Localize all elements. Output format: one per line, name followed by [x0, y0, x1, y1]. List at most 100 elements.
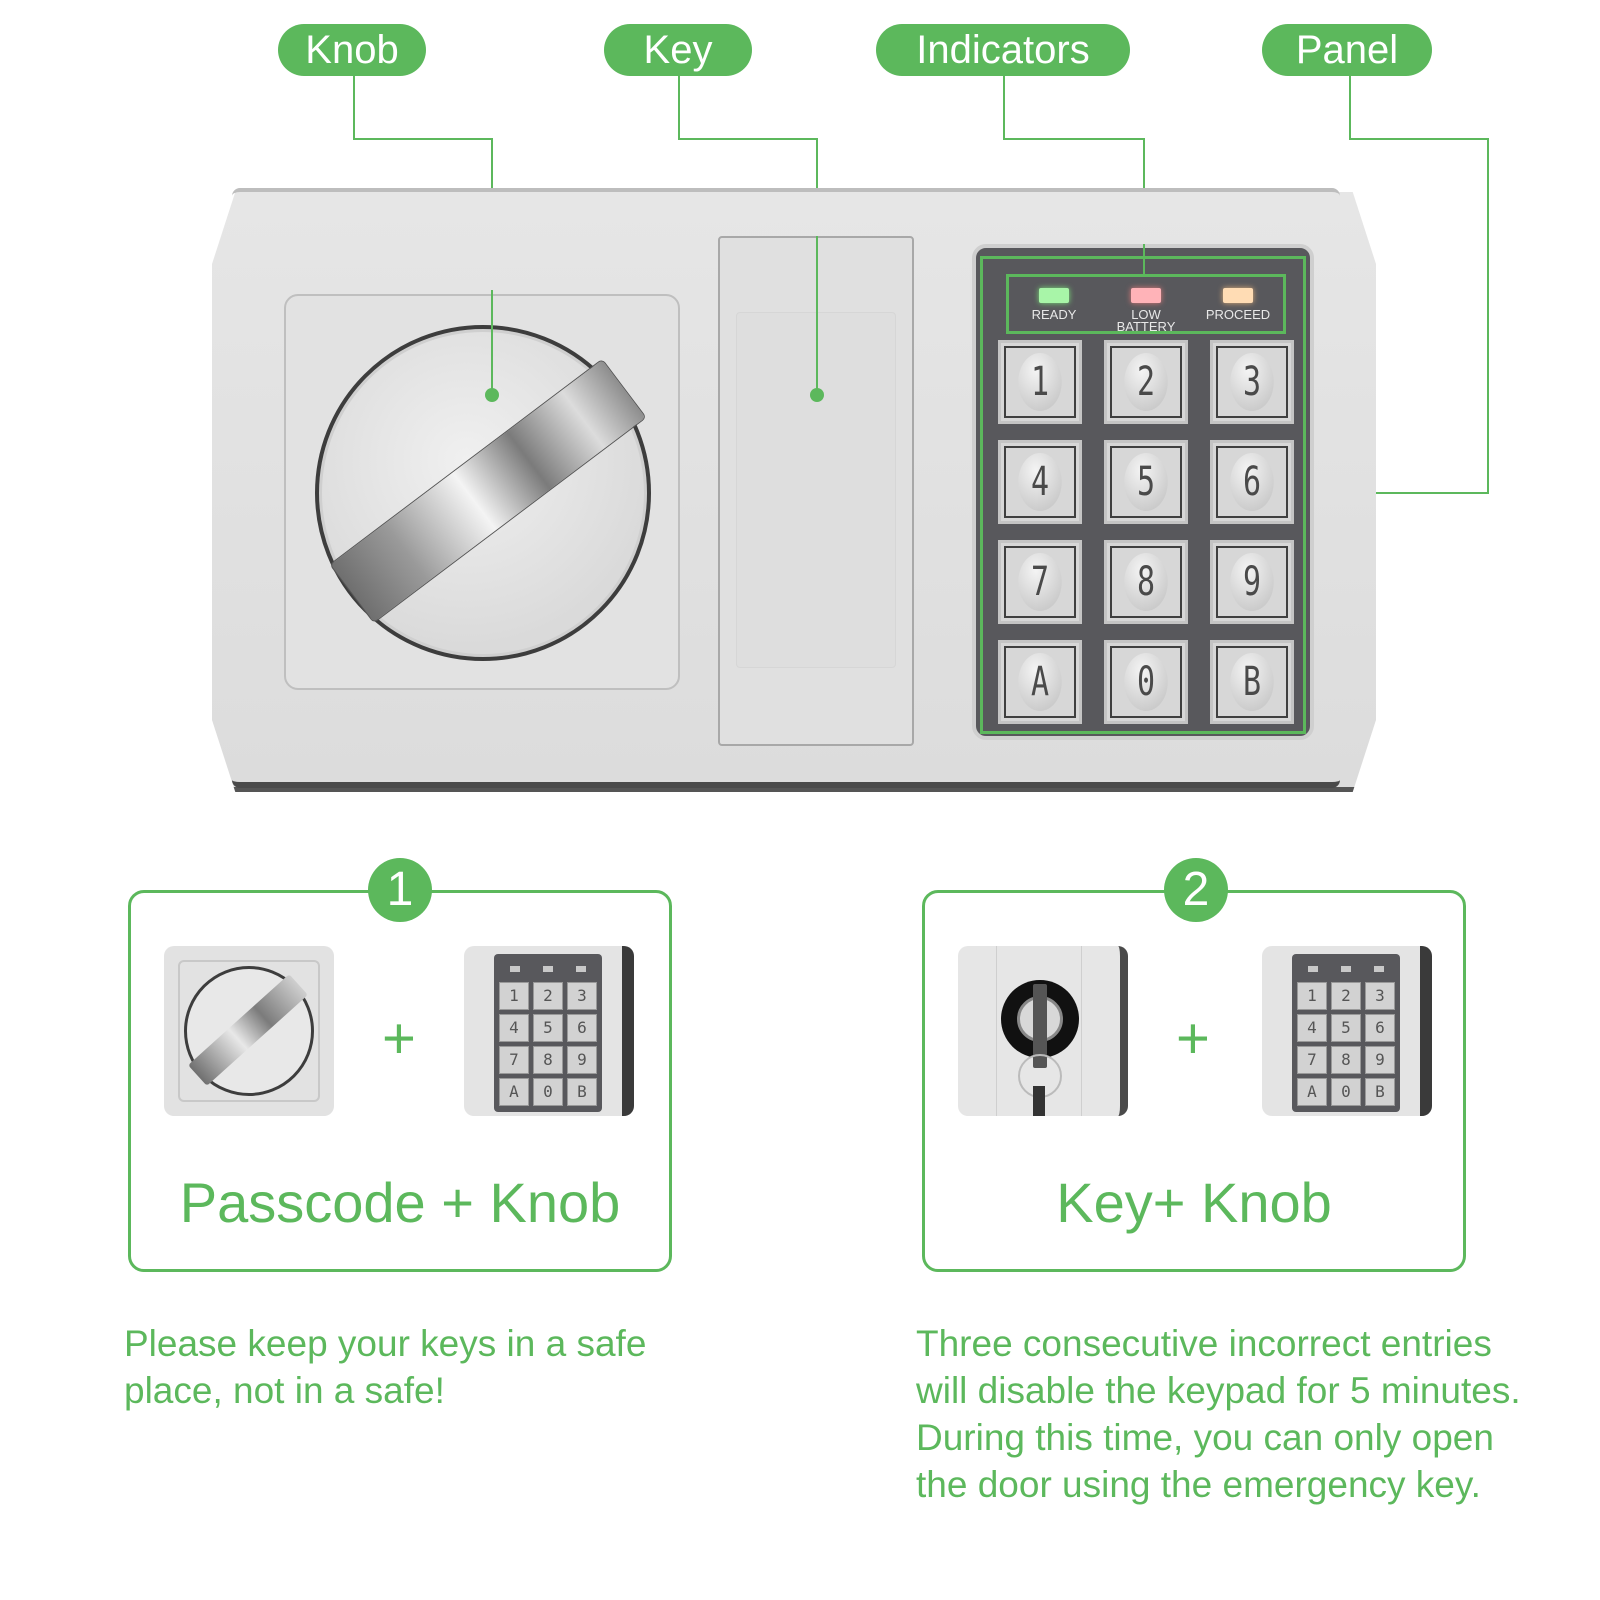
key-thumbnail: [958, 946, 1128, 1116]
mini-led-icon: [1341, 966, 1351, 972]
key-7[interactable]: 7: [998, 540, 1082, 624]
mini-led-icon: [1308, 966, 1318, 972]
callout-key: Key: [604, 24, 752, 76]
leader-line: [1003, 76, 1005, 140]
key-label: 4: [1018, 453, 1062, 511]
key-0[interactable]: 0: [1104, 640, 1188, 724]
leader-line: [353, 138, 493, 140]
mini-key: 2: [533, 982, 563, 1010]
mini-key: 3: [1365, 982, 1395, 1010]
key-b[interactable]: B: [1210, 640, 1294, 724]
key-tag-icon: [1033, 1086, 1045, 1116]
indicator-label: READY: [1031, 307, 1077, 322]
key-label: 8: [1124, 553, 1168, 611]
key-label: 0: [1124, 653, 1168, 711]
key-8[interactable]: 8: [1104, 540, 1188, 624]
leader-line: [353, 76, 355, 140]
mode-number-badge: 2: [1164, 858, 1228, 922]
key-label: 9: [1230, 553, 1274, 611]
leader-line: [816, 236, 818, 394]
key-thumb-cover: [996, 946, 1082, 1116]
key-label: 1: [1018, 353, 1062, 411]
key-label: B: [1230, 653, 1274, 711]
key-3[interactable]: 3: [1210, 340, 1294, 424]
mini-key: 9: [1365, 1046, 1395, 1074]
led-proceed-icon: [1223, 288, 1253, 303]
leader-line: [1003, 138, 1145, 140]
key-1[interactable]: 1: [998, 340, 1082, 424]
leader-line: [678, 138, 818, 140]
leader-line: [491, 290, 493, 394]
leader-line: [1487, 138, 1489, 494]
key-2[interactable]: 2: [1104, 340, 1188, 424]
note-keys-safe: Please keep your keys in a safe place, n…: [124, 1323, 647, 1411]
mini-key: 1: [499, 982, 529, 1010]
mini-led-icon: [576, 966, 586, 972]
leader-line: [1306, 492, 1489, 494]
note-lockout-warning: Three consecutive incorrect entries will…: [916, 1323, 1521, 1505]
indicator-label: LOW BATTERY: [1116, 307, 1176, 334]
indicators-highlight: [1006, 274, 1286, 334]
mini-keypad: 1 2 3 4 5 6 7 8 9 A 0 B: [494, 954, 602, 1112]
key-9[interactable]: 9: [1210, 540, 1294, 624]
key-label: 7: [1018, 553, 1062, 611]
key-icon: [1033, 984, 1047, 1068]
leader-line: [1143, 244, 1145, 276]
mini-key: 6: [567, 1014, 597, 1042]
key-label: 2: [1124, 353, 1168, 411]
key-a[interactable]: A: [998, 640, 1082, 724]
mini-key: B: [567, 1078, 597, 1106]
led-ready-icon: [1039, 288, 1069, 303]
mini-key: A: [1297, 1078, 1327, 1106]
mini-key: 2: [1331, 982, 1361, 1010]
mini-led-icon: [510, 966, 520, 972]
leader-line: [1349, 76, 1351, 140]
mini-led-icon: [1374, 966, 1384, 972]
mini-key: 8: [1331, 1046, 1361, 1074]
mode-title: Passcode + Knob: [179, 1171, 621, 1234]
mini-key: 1: [1297, 982, 1327, 1010]
safe-plate-edge: [232, 188, 1340, 788]
mini-key: 4: [1297, 1014, 1327, 1042]
mini-key: 5: [1331, 1014, 1361, 1042]
mini-key: 6: [1365, 1014, 1395, 1042]
key-label: 5: [1124, 453, 1168, 511]
plus-sign: +: [1176, 1006, 1210, 1071]
knob-thumbnail: [164, 946, 334, 1116]
mini-key: 7: [1297, 1046, 1327, 1074]
plus-sign: +: [382, 1006, 416, 1071]
key-label: 6: [1230, 453, 1274, 511]
key-6[interactable]: 6: [1210, 440, 1294, 524]
callout-knob: Knob: [278, 24, 426, 76]
mini-key: A: [499, 1078, 529, 1106]
mini-led-icon: [543, 966, 553, 972]
knob-marker-dot: [485, 388, 499, 402]
knob-thumb-housing: [178, 960, 320, 1102]
key-4[interactable]: 4: [998, 440, 1082, 524]
led-low-battery-icon: [1131, 288, 1161, 303]
key-label: 3: [1230, 353, 1274, 411]
leader-line: [678, 76, 680, 140]
key-label: A: [1018, 653, 1062, 711]
key-5[interactable]: 5: [1104, 440, 1188, 524]
callout-panel: Panel: [1262, 24, 1432, 76]
indicator-ready: READY: [1006, 288, 1102, 321]
mini-key: 7: [499, 1046, 529, 1074]
indicator-label: PROCEED: [1205, 307, 1271, 322]
callout-indicators: Indicators: [876, 24, 1130, 76]
mini-key: 0: [1331, 1078, 1361, 1106]
keypad-thumbnail: 1 2 3 4 5 6 7 8 9 A 0 B: [1262, 946, 1432, 1116]
mini-key: 4: [499, 1014, 529, 1042]
leader-line: [1349, 138, 1489, 140]
key-marker-dot: [810, 388, 824, 402]
mini-key: B: [1365, 1078, 1395, 1106]
mode-title: Key+ Knob: [1056, 1171, 1332, 1234]
mode-number-badge: 1: [368, 858, 432, 922]
mini-key: 3: [567, 982, 597, 1010]
indicator-proceed: PROCEED: [1190, 288, 1286, 321]
mini-keypad: 1 2 3 4 5 6 7 8 9 A 0 B: [1292, 954, 1400, 1112]
mini-key: 9: [567, 1046, 597, 1074]
indicator-low-battery: LOW BATTERY: [1098, 288, 1194, 333]
mini-key: 5: [533, 1014, 563, 1042]
mini-key: 0: [533, 1078, 563, 1106]
